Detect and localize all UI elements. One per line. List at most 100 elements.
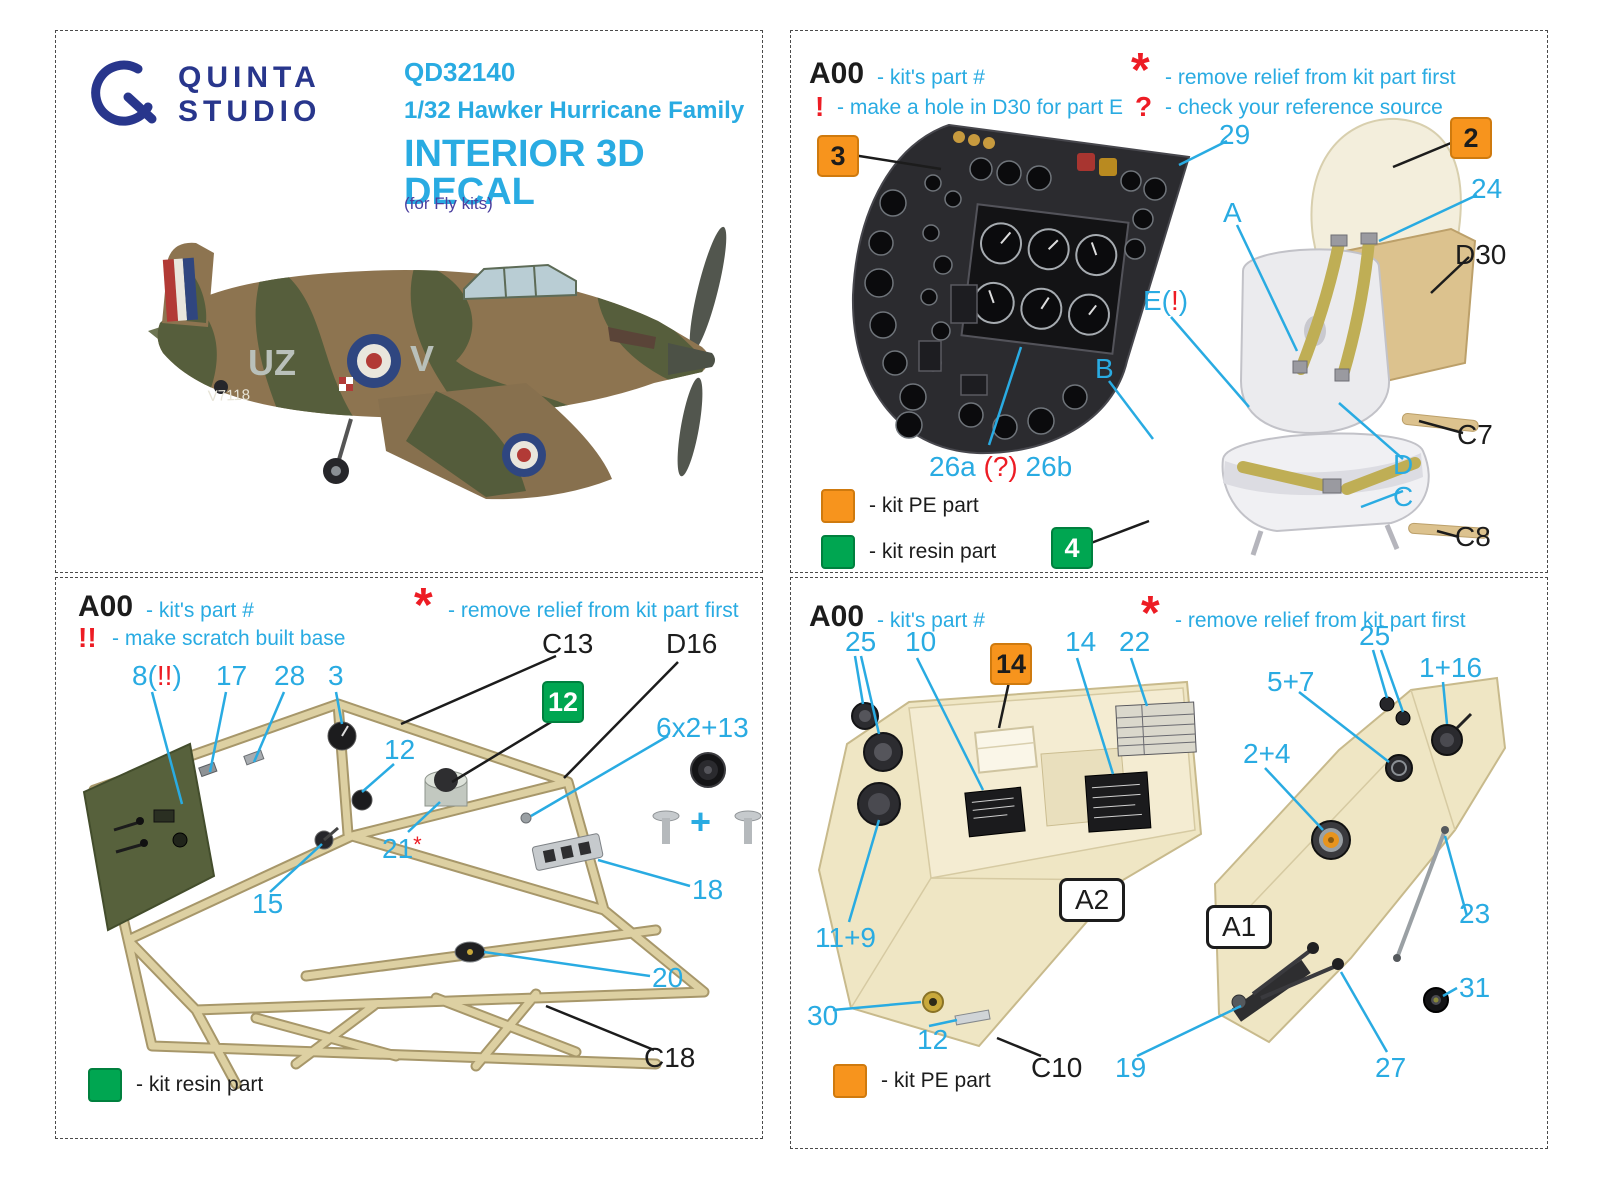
dbl-excl-desc: - make scratch built base — [112, 627, 346, 650]
black-leader-lines — [400, 654, 679, 1052]
excl-symbol: ! — [815, 91, 825, 122]
callout-31: 31 — [1459, 972, 1491, 1003]
checker-emblem — [339, 377, 353, 391]
callout-29: 29 — [1219, 119, 1251, 150]
callout-3: 3 — [328, 660, 344, 691]
part-prefix-desc: - kit's part # — [877, 609, 985, 632]
plus-sign: + — [690, 801, 712, 842]
callout-24: 24 — [1471, 173, 1503, 204]
callout-10: 10 — [905, 626, 937, 657]
seat-assembly-panel: A00 - kit's part # * - remove relief fro… — [790, 30, 1548, 573]
resin-part-swatch — [88, 1068, 122, 1102]
product-title: 1/32 Hawker Hurricane Family — [404, 97, 745, 124]
callout-d: D — [1393, 449, 1414, 480]
callout-17: 17 — [216, 660, 248, 691]
brand-name-line2: STUDIO — [178, 95, 322, 128]
callout-15: 15 — [252, 888, 284, 919]
callout-25-left: 25 — [845, 626, 877, 657]
part-label-a2: A2 — [1059, 878, 1126, 922]
star-desc: - remove relief from kit part first — [1175, 609, 1466, 632]
callout-5-7: 5+7 — [1267, 666, 1315, 697]
pe-callout-14: 14 — [990, 643, 1032, 685]
resin-callout-12: 12 — [542, 681, 584, 723]
quest-symbol: ? — [1135, 91, 1153, 122]
callout-21: 21* — [382, 832, 422, 864]
product-code: QD32140 — [404, 57, 516, 87]
cyan-leader-lines — [987, 139, 1478, 509]
callout-28: 28 — [274, 660, 306, 691]
callout-c18: C18 — [644, 1042, 696, 1073]
kit-note: (for Fly kits) — [404, 194, 493, 213]
part-prefix-label: A00 — [809, 57, 865, 90]
excl-desc: - make a hole in D30 for part E — [837, 96, 1123, 119]
star-symbol: * — [414, 579, 433, 632]
pe-part-swatch — [821, 489, 855, 523]
aircraft-serial: V7118 — [208, 387, 251, 405]
callout-12: 12 — [384, 734, 416, 765]
callout-8: 8(!!) — [132, 660, 182, 691]
callout-22: 22 — [1119, 626, 1151, 657]
pe-part-swatch — [833, 1064, 867, 1098]
quest-desc: - check your reference source — [1165, 96, 1443, 119]
callout-27: 27 — [1375, 1052, 1407, 1083]
star-desc: - remove relief from kit part first — [448, 599, 739, 622]
resin-part-legend: - kit resin part — [821, 535, 996, 569]
callout-c7: C7 — [1457, 419, 1493, 450]
cyan-leader-lines — [832, 649, 1469, 1058]
pe-part-legend: - kit PE part — [821, 489, 979, 523]
callout-1-16: 1+16 — [1419, 652, 1483, 683]
title-panel: UZ V V7118 QUINTA STUDIO QD32140 1/32 Ha… — [55, 30, 763, 573]
callout-30: 30 — [807, 1000, 839, 1031]
dbl-excl-symbol: !! — [78, 622, 97, 653]
black-leader-lines — [852, 141, 1470, 545]
star-symbol: * — [1141, 587, 1160, 640]
aircraft-code-left: UZ — [248, 342, 296, 383]
callout-25-right: 25 — [1359, 620, 1391, 651]
callout-d30: D30 — [1455, 239, 1507, 270]
resin-part-legend-text: - kit resin part — [136, 1073, 264, 1096]
star-symbol: * — [1131, 44, 1150, 97]
product-subtitle: INTERIOR 3D DECAL — [404, 133, 645, 213]
callout-a: A — [1223, 197, 1242, 228]
callout-c: C — [1393, 481, 1414, 512]
callout-c13: C13 — [542, 628, 594, 659]
sidewall-assembly-panel: A00 - kit's part # * - remove relief fro… — [790, 577, 1548, 1149]
pe-callout-3: 3 — [817, 135, 859, 177]
resin-callout-4: 4 — [1051, 527, 1093, 569]
quinta-studio-logo — [91, 60, 157, 126]
part-prefix-desc: - kit's part # — [146, 599, 254, 622]
black-leader-lines — [996, 681, 1042, 1058]
callout-e: E(!) — [1143, 285, 1189, 316]
resin-part-legend-text: - kit resin part — [869, 540, 997, 563]
resin-part-legend: - kit resin part — [88, 1068, 263, 1102]
callout-14: 14 — [1065, 626, 1097, 657]
instrument-panel-and-seat-illustration — [851, 117, 1489, 556]
pe-part-legend-text: - kit PE part — [881, 1069, 991, 1092]
part-prefix-label: A00 — [809, 600, 865, 633]
cyan-leader-lines — [150, 691, 691, 978]
star-desc: - remove relief from kit part first — [1165, 66, 1456, 89]
callout-c8: C8 — [1455, 521, 1491, 552]
callout-d16: D16 — [666, 628, 718, 659]
aircraft-code-right: V — [410, 338, 434, 379]
pe-callout-2: 2 — [1450, 117, 1492, 159]
callout-11-9: 11+9 — [815, 922, 876, 953]
callout-20: 20 — [652, 962, 684, 993]
callout-b: B — [1095, 353, 1114, 384]
sidewalls-illustration — [817, 649, 1507, 1058]
callout-2-4: 2+4 — [1243, 738, 1291, 769]
brand-name-line1: QUINTA — [178, 61, 321, 94]
callout-23: 23 — [1459, 898, 1491, 929]
callout-6x2-13: 6x2+13 — [656, 712, 749, 743]
part-prefix-label: A00 — [78, 590, 134, 623]
callout-26: 26a (?) 26b — [929, 451, 1073, 482]
cockpit-frame-illustration — [82, 654, 762, 1090]
callout-12: 12 — [917, 1024, 949, 1055]
callout-18: 18 — [692, 874, 724, 905]
pe-part-legend-text: - kit PE part — [869, 494, 979, 517]
callout-c10: C10 — [1031, 1052, 1083, 1083]
frame-assembly-panel: A00 - kit's part # * - remove relief fro… — [55, 577, 763, 1139]
callout-19: 19 — [1115, 1052, 1147, 1083]
part-label-a1: A1 — [1206, 905, 1273, 949]
